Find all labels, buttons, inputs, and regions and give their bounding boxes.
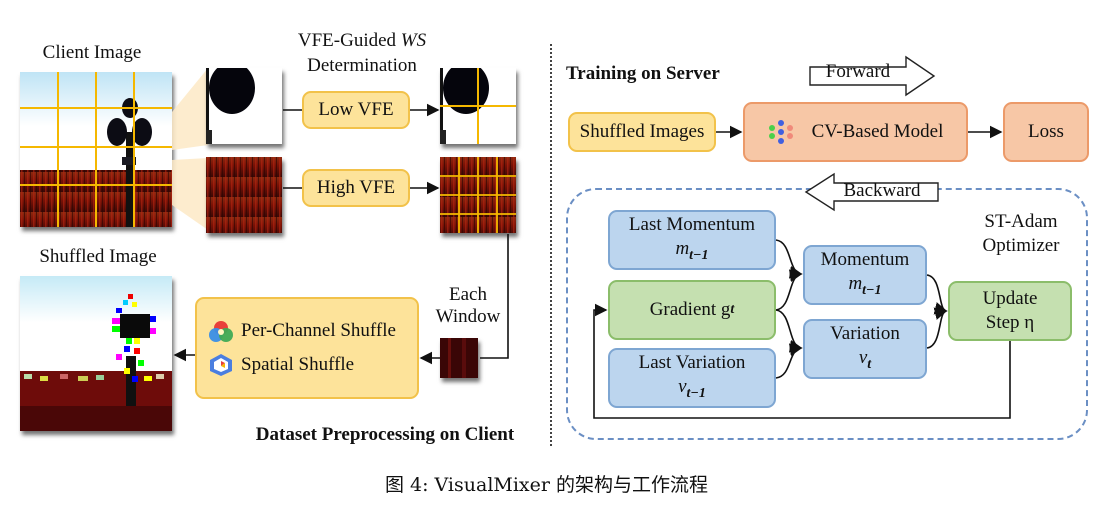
last-momentum-label: Last Momentum: [628, 213, 756, 235]
rgb-channels-icon: [209, 321, 233, 342]
momentum-box: Momentum mt−1: [803, 245, 927, 305]
shuffled-image-label: Shuffled Image: [39, 246, 157, 267]
ws-symbol: WS: [400, 30, 427, 51]
optimizer-title-line2: Optimizer: [982, 235, 1060, 256]
variation-label: Variation: [830, 322, 900, 344]
shuffle-box: Per-Channel Shuffle Spatial Shuffle: [195, 297, 419, 399]
each-window-line1: Each: [449, 284, 487, 305]
low-vfe-label: Low VFE: [318, 99, 394, 120]
vfe-title-line2: Determination: [307, 55, 417, 76]
last-variation-symbol: vt−1: [678, 375, 706, 401]
last-variation-box: Last Variation vt−1: [608, 348, 776, 408]
high-vfe-crop: [206, 157, 282, 233]
step-eta-label: Step η: [985, 312, 1035, 333]
client-image: [20, 72, 172, 227]
forward-arrow-icon: [809, 55, 936, 97]
cv-model-box: CV-Based Model: [743, 102, 968, 162]
high-vfe-box: High VFE: [302, 169, 410, 207]
backward-label: Backward: [843, 180, 921, 201]
shuffled-images-box: Shuffled Images: [568, 112, 716, 152]
momentum-symbol: mt−1: [848, 272, 882, 298]
left-connectors: [173, 103, 509, 365]
variation-box: Variation vt: [803, 319, 927, 379]
cv-model-label: CV-Based Model: [811, 121, 944, 142]
gradient-subscript: t: [730, 302, 735, 317]
client-image-graphic: [20, 72, 172, 227]
zoom-wedges: [172, 68, 208, 230]
client-section-title: Dataset Preprocessing on Client: [255, 424, 515, 445]
spatial-shuffle-row: Spatial Shuffle: [209, 353, 354, 377]
forward-label: Forward: [825, 61, 891, 82]
shuffled-image: [20, 276, 172, 431]
loss-label: Loss: [1028, 121, 1064, 142]
client-image-label: Client Image: [42, 42, 142, 63]
server-section-title: Training on Server: [566, 63, 720, 84]
per-channel-shuffle-row: Per-Channel Shuffle: [209, 319, 396, 343]
low-vfe-box: Low VFE: [302, 91, 410, 129]
spatial-cube-icon: [210, 354, 232, 376]
momentum-label: Momentum: [820, 248, 910, 270]
high-vfe-windowed: [440, 157, 516, 233]
gradient-label: Gradient g: [649, 299, 731, 320]
low-vfe-crop: [206, 68, 282, 144]
shuffled-images-label: Shuffled Images: [579, 121, 705, 142]
loss-box: Loss: [1003, 102, 1089, 162]
high-vfe-label: High VFE: [316, 177, 396, 198]
neural-network-icon: [768, 120, 793, 144]
last-momentum-symbol: mt−1: [675, 237, 709, 263]
figure-caption: 图 4: VisualMixer 的架构与工作流程: [384, 474, 709, 496]
backward-arrow-icon: [804, 172, 939, 212]
last-variation-label: Last Variation: [638, 351, 746, 373]
vfe-title-text: VFE-Guided: [297, 30, 401, 51]
window-patch: [440, 338, 478, 378]
panel-divider: [550, 44, 552, 446]
variation-symbol: vt: [858, 346, 872, 372]
last-momentum-box: Last Momentum mt−1: [608, 210, 776, 270]
per-channel-shuffle-label: Per-Channel Shuffle: [241, 320, 396, 341]
update-step-box: Update Step η: [948, 281, 1072, 341]
each-window-line2: Window: [435, 306, 501, 327]
update-label: Update: [982, 288, 1038, 309]
spatial-shuffle-label: Spatial Shuffle: [241, 354, 355, 375]
vfe-title: VFE-Guided WS: [262, 30, 462, 52]
optimizer-title-line1: ST-Adam: [984, 211, 1058, 232]
low-vfe-windowed: [440, 68, 516, 144]
